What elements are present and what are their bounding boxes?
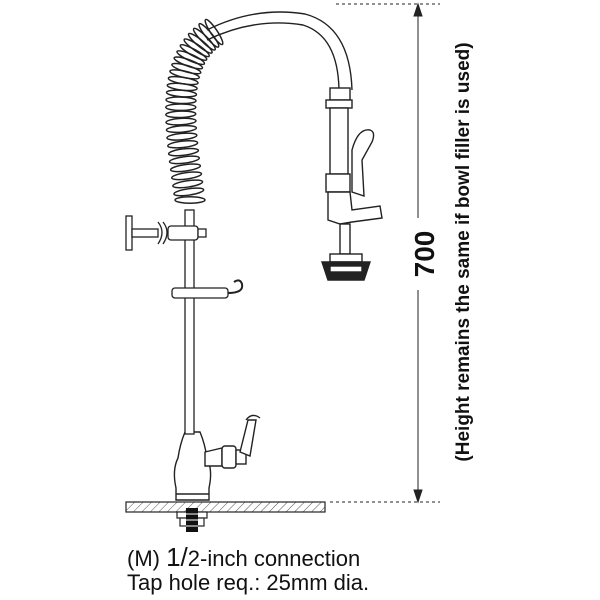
counter-top — [125, 501, 326, 513]
spring-coil-turn — [167, 147, 200, 157]
connection-caption: (M) 1/2-inch connection — [127, 544, 360, 572]
height-note: (Height remains the same if bowl filler … — [453, 42, 474, 461]
spring-coil-turn — [192, 27, 217, 51]
arched-hose — [206, 11, 353, 91]
spring-coil-turn — [187, 32, 213, 54]
wall-bracket — [125, 215, 207, 251]
spring-coil — [165, 18, 224, 204]
spring-coil-turn — [167, 139, 199, 149]
connection-fraction: 1/ — [166, 542, 188, 572]
height-value: 700 — [409, 231, 440, 278]
spring-coil-turn — [183, 38, 211, 58]
spring-coil-turn — [179, 43, 208, 62]
connection-suffix: 2-inch connection — [187, 546, 361, 571]
spring-coil-turn — [166, 132, 198, 141]
hose-hook — [171, 279, 244, 299]
spring-coil-turn — [172, 179, 204, 189]
height-dimension — [330, 2, 440, 504]
spring-coil-turn — [174, 196, 206, 204]
spring-coil-turn — [168, 155, 201, 165]
spring-coil-turn — [170, 171, 203, 181]
spring-coil-turn — [169, 69, 201, 80]
spring-coil-turn — [169, 163, 202, 173]
spring-coil-turn — [165, 117, 197, 126]
spring-coil-turn — [204, 18, 224, 46]
spring-coil-turn — [165, 103, 197, 112]
tap-hole-caption: Tap hole req.: 25mm dia. — [127, 570, 370, 595]
spray-valve — [321, 87, 383, 281]
spring-coil-turn — [165, 110, 197, 119]
riser-tube — [184, 209, 195, 435]
connection-prefix: (M) — [127, 546, 167, 571]
spring-coil-turn — [165, 124, 198, 134]
spring-coil-turn — [165, 96, 197, 105]
bottom-connection — [176, 508, 208, 532]
spring-coil-turn — [173, 187, 205, 197]
tap-body — [173, 414, 261, 501]
